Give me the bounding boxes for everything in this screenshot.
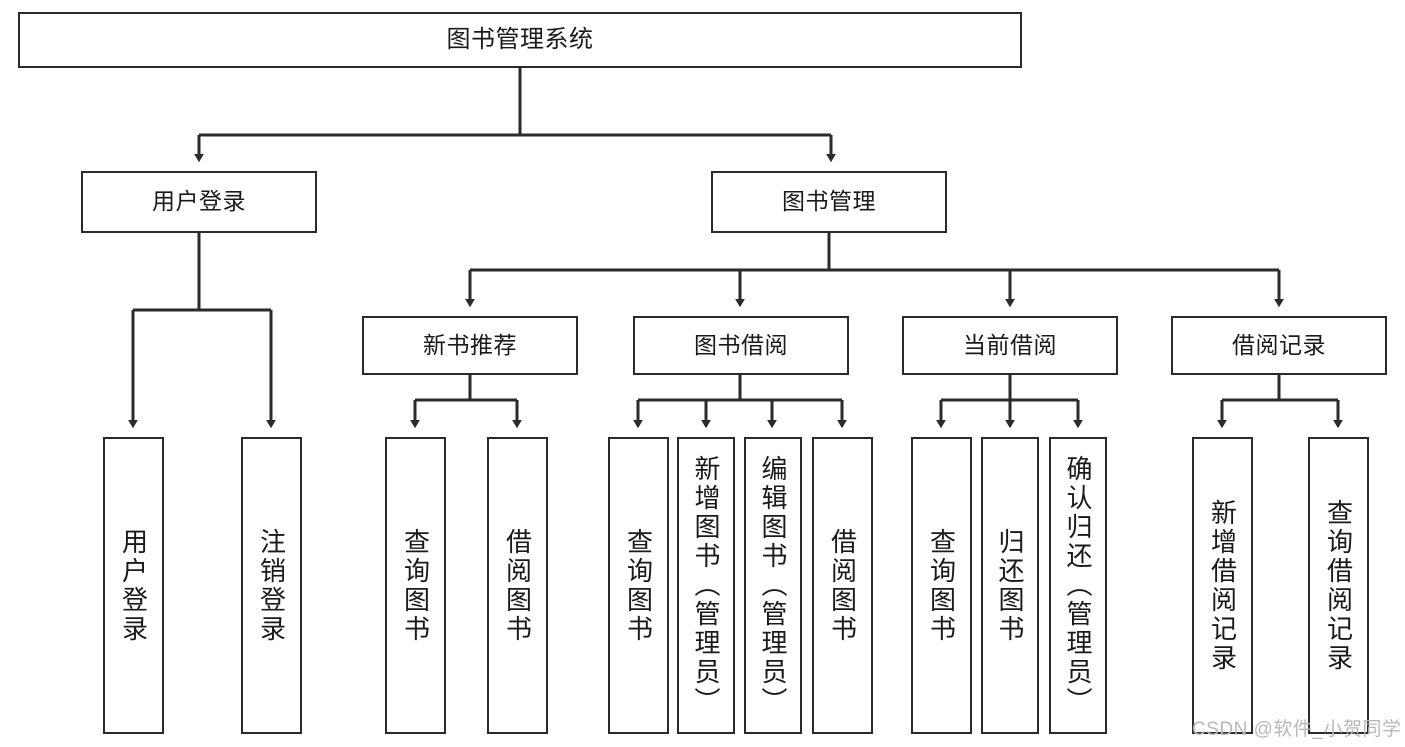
node-label: 查询图书 <box>623 527 654 644</box>
node-label: 查询图书 <box>926 527 957 644</box>
node-label: 查询图书 <box>400 527 431 644</box>
leaf-new-book-borrow-book[interactable]: 借阅图书 <box>487 437 548 734</box>
leaf-user-login-logout[interactable]: 注销登录 <box>241 437 302 734</box>
node-label: 编辑图书（管理员） <box>758 455 788 716</box>
node-current-borrow[interactable]: 当前借阅 <box>902 316 1118 375</box>
node-label: 注销登录 <box>256 527 287 644</box>
leaf-book-borrow-add-book-admin[interactable]: 新增图书（管理员） <box>677 437 735 734</box>
node-label: 借阅图书 <box>502 527 533 644</box>
node-user-login[interactable]: 用户登录 <box>81 171 317 233</box>
node-label: 新增借阅记录 <box>1207 498 1238 673</box>
node-new-book-recommend[interactable]: 新书推荐 <box>362 316 578 375</box>
node-root-book-management-system[interactable]: 图书管理系统 <box>18 12 1022 68</box>
node-label: 借阅记录 <box>1232 331 1326 358</box>
node-label: 图书管理系统 <box>446 25 594 53</box>
node-label: 图书管理 <box>782 188 876 215</box>
node-label: 用户登录 <box>152 188 246 215</box>
leaf-book-borrow-borrow-book[interactable]: 借阅图书 <box>812 437 873 734</box>
node-label: 新增图书（管理员） <box>691 455 721 716</box>
node-book-borrow[interactable]: 图书借阅 <box>633 316 849 375</box>
node-label: 当前借阅 <box>963 331 1057 358</box>
leaf-current-borrow-confirm-return-admin[interactable]: 确认归还（管理员） <box>1049 437 1107 734</box>
node-label: 新书推荐 <box>423 331 517 358</box>
leaf-current-borrow-query-book[interactable]: 查询图书 <box>911 437 972 734</box>
node-label: 查询借阅记录 <box>1323 498 1354 673</box>
csdn-watermark: CSDN @软件_小贺同学 <box>1192 719 1402 740</box>
leaf-new-book-query-book[interactable]: 查询图书 <box>385 437 446 734</box>
leaf-borrow-record-query-record[interactable]: 查询借阅记录 <box>1308 437 1369 734</box>
leaf-book-borrow-query-book[interactable]: 查询图书 <box>608 437 669 734</box>
node-label: 图书借阅 <box>694 331 788 358</box>
node-label: 归还图书 <box>995 527 1025 644</box>
node-label: 确认归还（管理员） <box>1063 455 1093 716</box>
node-label: 借阅图书 <box>827 527 858 644</box>
leaf-user-login-login[interactable]: 用户登录 <box>103 437 164 734</box>
node-label: 用户登录 <box>118 527 149 644</box>
leaf-current-borrow-return-book[interactable]: 归还图书 <box>981 437 1039 734</box>
node-book-management[interactable]: 图书管理 <box>711 171 947 233</box>
leaf-borrow-record-add-record[interactable]: 新增借阅记录 <box>1192 437 1253 734</box>
leaf-book-borrow-edit-book-admin[interactable]: 编辑图书（管理员） <box>744 437 802 734</box>
node-borrow-record[interactable]: 借阅记录 <box>1171 316 1387 375</box>
